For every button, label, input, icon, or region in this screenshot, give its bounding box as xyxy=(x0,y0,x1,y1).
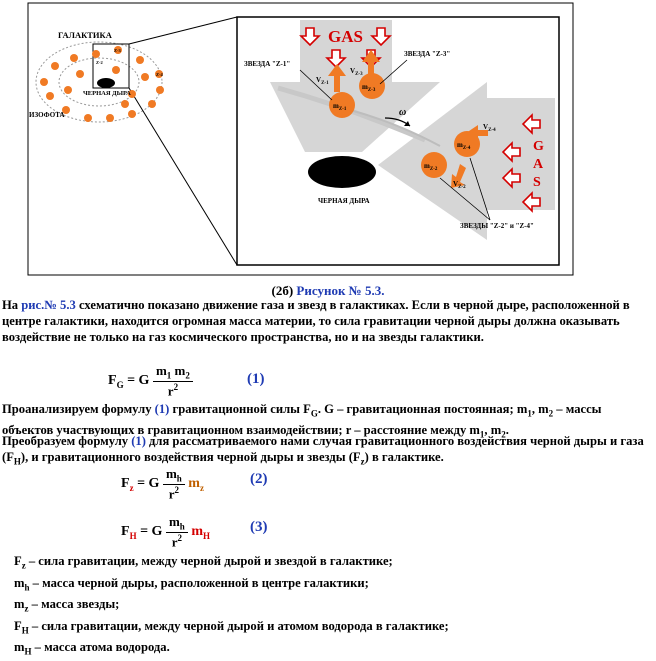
def-mz: mz – масса звезды; xyxy=(14,597,120,614)
galaxy-figure: ГАЛАКТИКА ЧЕРНАЯ ДЫРА ИЗОФОТА Z-3 Z-4 Z-… xyxy=(27,2,574,276)
star-z3 xyxy=(359,73,385,99)
stars-big xyxy=(329,73,480,178)
gas-right-g: G xyxy=(533,139,544,154)
formula-3-number: (3) xyxy=(250,519,268,535)
m-z1: mZ-1 xyxy=(333,102,347,112)
isophote-label: ИЗОФОТА xyxy=(29,111,65,119)
zoom-line-bottom xyxy=(128,87,238,266)
gas-cone-right xyxy=(378,82,555,240)
figure-caption: (2б) Рисунок № 5.3. xyxy=(0,283,656,299)
paragraph-analysis: Проанализируем формулу (1) гравитационно… xyxy=(2,402,602,440)
def-mh: mh – масса черной дыры, расположенной в … xyxy=(14,575,369,593)
blackhole-small xyxy=(97,78,115,88)
v-z2: VZ-2 xyxy=(453,180,466,190)
caption-title: Рисунок № 5.3. xyxy=(296,283,385,298)
definitions: Fz – сила гравитации, между черной дырой… xyxy=(14,553,656,661)
star-z1-label: ЗВЕЗДА "Z-1" xyxy=(244,60,290,68)
galaxy-label: ГАЛАКТИКА xyxy=(58,30,113,40)
star-z1 xyxy=(329,92,355,118)
zoom-line-top xyxy=(128,16,238,45)
paragraph-intro: На рис.№ 5.3 схематично показано движени… xyxy=(2,298,630,344)
m-z3: mZ-3 xyxy=(362,83,376,93)
figure-link[interactable]: рис.№ 5.3 xyxy=(21,298,76,312)
blackhole-small-label: ЧЕРНАЯ ДЫРА xyxy=(83,90,131,97)
def-fz: Fz – сила гравитации, между черной дырой… xyxy=(14,554,393,571)
small-star-z3: Z-3 xyxy=(114,48,122,53)
gas-top-label: GAS xyxy=(328,27,363,46)
orbit-arc-2 xyxy=(349,109,441,147)
paragraph-transform: Преобразуем формулу (1) для рассматривае… xyxy=(2,434,644,467)
galaxy-stars xyxy=(40,46,164,122)
m-z4: mZ-4 xyxy=(457,141,471,151)
small-star-z2: Z-2 xyxy=(96,60,104,65)
blackhole-big-label: ЧЕРНАЯ ДЫРА xyxy=(318,197,370,205)
gas-right-a: A xyxy=(533,157,544,172)
velocity-arrows xyxy=(328,50,488,188)
v-z4: VZ-4 xyxy=(483,123,496,133)
isophote-inner xyxy=(58,57,140,107)
v-z1: VZ-1 xyxy=(316,76,329,86)
def-fh: FH – сила гравитации, между черной дырой… xyxy=(14,618,449,636)
omega-label: ω xyxy=(399,107,406,118)
def-mH: mH – масса атома водорода. xyxy=(14,640,170,657)
small-star-z4: Z-4 xyxy=(156,72,164,77)
formula-2-number: (2) xyxy=(250,471,268,487)
gas-arrows-right xyxy=(501,113,541,213)
m-z2: mZ-2 xyxy=(424,162,438,172)
caption-prefix: (2б) xyxy=(271,283,297,298)
isophote-outer xyxy=(35,41,163,123)
formula-1-number: (1) xyxy=(247,371,265,387)
gas-right-s: S xyxy=(533,175,541,190)
star-z2 xyxy=(421,152,447,178)
stars-z2-z4-label: ЗВЕЗДЫ "Z-2" и "Z-4" xyxy=(460,222,534,230)
zoom-region xyxy=(92,43,130,89)
v-z3: VZ-3 xyxy=(350,67,363,77)
star-z3-label: ЗВЕЗДА "Z-3" xyxy=(404,50,450,58)
star-z4 xyxy=(454,131,480,157)
blackhole-big xyxy=(308,156,376,188)
